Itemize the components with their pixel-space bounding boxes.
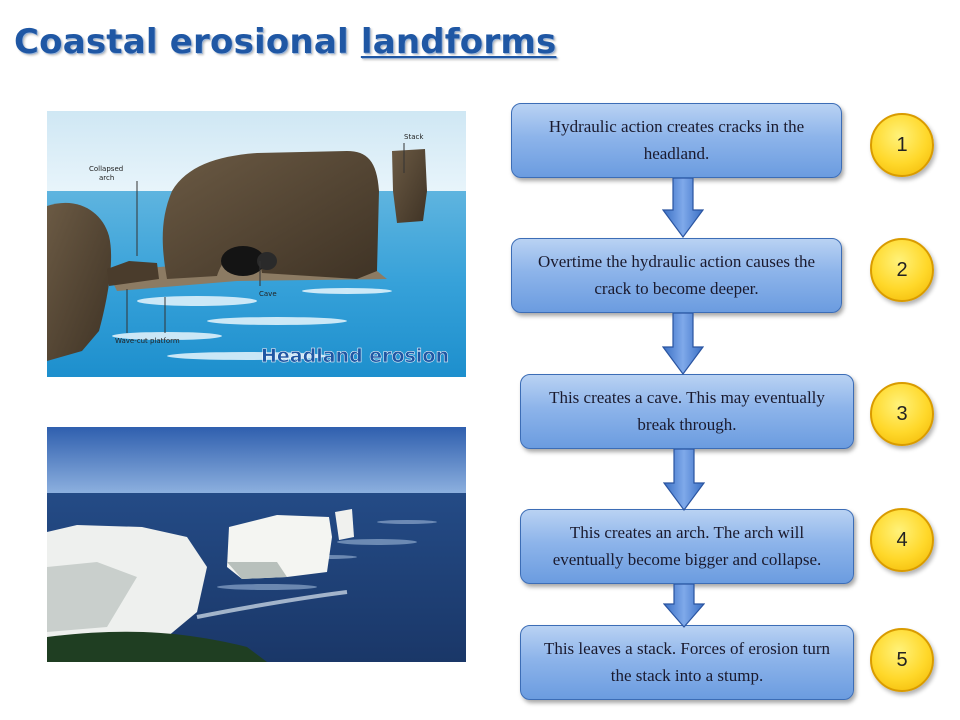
arrow-down-icon [662,178,704,238]
title-underlined-word: landforms [360,22,557,62]
step-number-badge-3: 3 [870,382,934,446]
step-number-badge-4: 4 [870,508,934,572]
label-cave: Cave [259,290,277,298]
step-box-4: This creates an arch. The arch will even… [520,509,854,584]
step-text-4: This creates an arch. The arch will even… [552,523,822,569]
label-collapsed-arch-line1: Collapsed [89,165,123,173]
step-text-5: This leaves a stack. Forces of erosion t… [543,639,831,685]
step-text-1: Hydraulic action creates cracks in the h… [548,117,805,163]
coastal-stacks-photo [47,427,466,662]
step-text-3: This creates a cave. This may eventually… [549,388,825,434]
step-text-2: Overtime the hydraulic action causes the… [537,252,816,298]
label-wave-cut-platform: Wave-cut platform [115,337,180,345]
step-box-5: This leaves a stack. Forces of erosion t… [520,625,854,700]
step-number-badge-1: 1 [870,113,934,177]
arrow-down-icon [663,449,705,511]
step-number-5: 5 [896,648,908,671]
step-number-badge-2: 2 [870,238,934,302]
step-number-3: 3 [896,402,908,425]
page-title: Coastal erosional landforms [14,22,556,62]
step-box-1: Hydraulic action creates cracks in the h… [511,103,842,178]
step-number-4: 4 [896,528,908,551]
step-box-3: This creates a cave. This may eventually… [520,374,854,449]
step-number-1: 1 [896,133,908,156]
label-stack: Stack [404,133,424,141]
step-number-badge-5: 5 [870,628,934,692]
step-number-2: 2 [896,258,908,281]
arrow-down-icon [663,584,705,628]
step-box-2: Overtime the hydraulic action causes the… [511,238,842,313]
title-text: Coastal erosional [14,22,361,62]
headland-erosion-diagram: Stack Collapsed arch Cave Wave-cut platf… [47,111,466,377]
arrow-down-icon [662,313,704,375]
label-collapsed-arch-line2: arch [99,174,114,182]
diagram-caption: Headland erosion [261,345,449,367]
